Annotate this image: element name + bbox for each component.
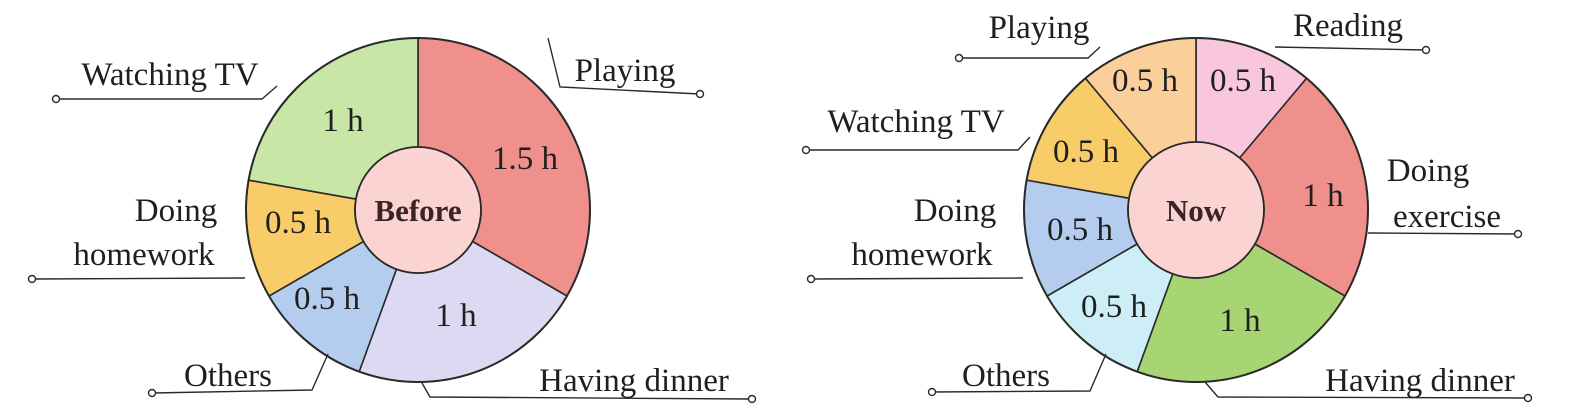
now-leader-dot-playing — [954, 53, 964, 63]
now-leader-dot-watching-tv — [801, 145, 811, 155]
now-category-label-playing: Playing — [989, 10, 1090, 46]
now-category-doing-homework: Doing homework — [806, 193, 1024, 284]
before-category-others: Others — [147, 353, 329, 398]
now-category-having-dinner: Having dinner — [1204, 363, 1533, 403]
now-category-label-watching-tv: Watching TV — [827, 104, 1004, 140]
before-center-label: Before — [374, 193, 461, 228]
now-leader-line-reading — [1274, 46, 1427, 51]
now-leader-dot-having-dinner — [1523, 393, 1533, 403]
now-value-label-having-dinner: 1 h — [1219, 303, 1261, 339]
now-category-label-having-dinner: Having dinner — [1325, 363, 1515, 399]
before-category-doing-homework: Doing homework — [27, 193, 246, 284]
before-value-label-watching-tv: 1 h — [322, 103, 364, 139]
now-leader-line-doing-homework — [810, 277, 1024, 280]
now-leader-line-having-dinner — [1204, 381, 1529, 399]
now-category-doing-exercise: Doing exercise — [1367, 153, 1523, 239]
before-leader-line-watching-tv — [56, 85, 278, 100]
before-value-label-others: 0.5 h — [294, 281, 361, 317]
now-category-label-others: Others — [962, 358, 1050, 394]
now-category-reading: Reading — [1274, 8, 1431, 55]
now-category-watching-tv: Watching TV — [801, 104, 1031, 155]
before-donut: Before 1.5 h 1 h 0.5 h 0.5 h 1 h PlayingHaving… — [27, 37, 757, 404]
now-category-others: Others — [927, 353, 1107, 397]
now-category-playing: Playing — [954, 10, 1101, 63]
before-category-label-doing-homework: Doing — [135, 193, 218, 229]
before-category-having-dinner: Having dinner — [421, 363, 757, 404]
before-outer-ring — [245, 37, 591, 383]
before-category-label-having-dinner: Having dinner — [539, 363, 729, 399]
before-value-label-having-dinner: 1 h — [435, 298, 477, 334]
before-leader-line-having-dinner — [421, 382, 753, 400]
before-leader-dot-playing — [695, 89, 705, 99]
before-leader-dot-doing-homework — [27, 274, 37, 284]
before-leader-dot-having-dinner — [747, 394, 757, 404]
now-leader-line-others — [931, 353, 1107, 393]
now-category-label-doing-exercise: exercise — [1393, 199, 1501, 235]
now-leader-dot-doing-homework — [806, 274, 816, 284]
now-value-label-doing-exercise: 1 h — [1302, 178, 1344, 214]
now-outer-ring — [1023, 37, 1369, 383]
now-donut: Now 0.5 h 1 h 1 h 0.5 h 0.5 h 0.5 h 0.5 h Readin… — [801, 8, 1533, 403]
before-category-label-doing-homework: homework — [73, 237, 215, 273]
now-category-label-doing-homework: homework — [851, 237, 993, 273]
before-category-label-playing: Playing — [575, 53, 676, 89]
now-center-hub — [1127, 141, 1265, 279]
before-category-playing: Playing — [547, 37, 705, 99]
now-value-label-playing: 0.5 h — [1112, 63, 1179, 99]
now-category-label-reading: Reading — [1293, 8, 1403, 44]
now-leader-line-playing — [959, 46, 1101, 59]
now-leader-dot-reading — [1421, 45, 1431, 55]
before-category-label-others: Others — [184, 358, 272, 394]
before-leader-dot-watching-tv — [51, 94, 61, 104]
before-center-hub — [354, 146, 482, 274]
before-value-label-playing: 1.5 h — [492, 141, 559, 177]
now-value-label-watching-tv: 0.5 h — [1053, 134, 1120, 170]
now-category-label-doing-exercise: Doing — [1387, 153, 1470, 189]
now-leader-dot-doing-exercise — [1513, 229, 1523, 239]
now-value-label-reading: 0.5 h — [1210, 63, 1277, 99]
now-leader-line-doing-exercise — [1367, 232, 1519, 235]
now-leader-dot-others — [927, 387, 937, 397]
now-leader-line-watching-tv — [806, 136, 1031, 151]
before-leader-dot-others — [147, 388, 157, 398]
before-category-label-watching-tv: Watching TV — [81, 57, 258, 93]
before-category-watching-tv: Watching TV — [51, 57, 278, 104]
before-value-label-doing-homework: 0.5 h — [265, 205, 332, 241]
now-center-label: Now — [1166, 193, 1227, 228]
now-category-label-doing-homework: Doing — [914, 193, 997, 229]
now-value-label-doing-homework: 0.5 h — [1047, 212, 1114, 248]
before-leader-line-doing-homework — [31, 277, 246, 280]
now-value-label-others: 0.5 h — [1081, 289, 1148, 325]
before-leader-line-others — [151, 353, 329, 394]
before-leader-line-playing — [547, 37, 701, 95]
